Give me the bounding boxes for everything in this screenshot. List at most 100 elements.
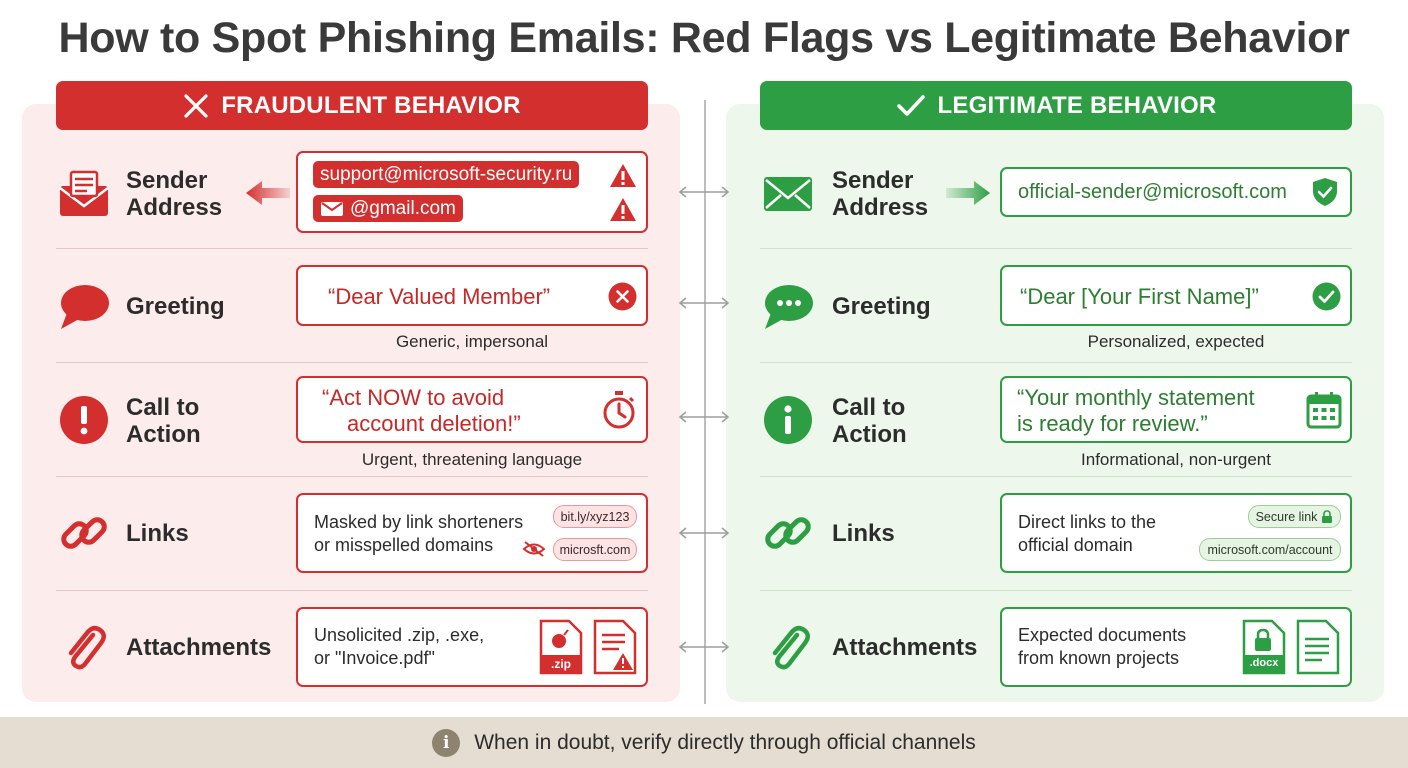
links-label: Links bbox=[832, 520, 895, 547]
text-line: Masked by link shorteners bbox=[314, 512, 524, 532]
secure-link-pill: Secure link bbox=[1248, 505, 1341, 528]
x-icon bbox=[184, 93, 208, 118]
docx-file-tag: .docx bbox=[1249, 657, 1279, 669]
text-line: Unsolicited .zip, .exe, bbox=[314, 625, 485, 645]
center-divider bbox=[704, 100, 706, 704]
greeting-quote: “Dear [Your First Name]” bbox=[1020, 284, 1259, 309]
fraudulent-header-label: FRAUDULENT BEHAVIOR bbox=[221, 91, 521, 119]
check-circle-icon bbox=[1312, 282, 1341, 311]
row-separator bbox=[760, 362, 1352, 363]
cta-caption: Urgent, threatening language bbox=[361, 450, 583, 469]
label-line: Sender bbox=[832, 167, 914, 194]
legitimate-cta-box bbox=[1000, 376, 1352, 443]
lock-icon bbox=[1322, 510, 1333, 523]
fraudulent-cta-box bbox=[296, 376, 648, 443]
chat-bubble-icon bbox=[760, 278, 816, 334]
label-line: Sender bbox=[126, 167, 208, 194]
footer-text: When in doubt, verify directly through o… bbox=[474, 730, 976, 754]
docx-file-icon: .docx bbox=[1242, 619, 1286, 675]
warning-icon bbox=[610, 164, 636, 187]
links-text: Direct links to the official domain bbox=[1018, 511, 1156, 557]
cta-quote-line1: “Your monthly statement bbox=[1017, 385, 1255, 410]
greeting-label: Greeting bbox=[126, 293, 225, 320]
fraudulent-header: FRAUDULENT BEHAVIOR bbox=[56, 81, 648, 130]
row-separator bbox=[760, 590, 1352, 591]
attachments-label: Attachments bbox=[126, 634, 272, 661]
greeting-label: Greeting bbox=[832, 293, 931, 320]
email-text: @gmail.com bbox=[350, 197, 456, 219]
legitimate-header: LEGITIMATE BEHAVIOR bbox=[760, 81, 1352, 130]
text-line: or "Invoice.pdf" bbox=[314, 648, 435, 668]
double-arrow-icon bbox=[678, 641, 730, 653]
link-icon bbox=[56, 505, 112, 561]
row-separator bbox=[760, 476, 1352, 477]
suspicious-email-2: @gmail.com bbox=[313, 195, 463, 222]
footer-banner: i When in doubt, verify directly through… bbox=[0, 717, 1408, 768]
row-separator bbox=[760, 248, 1352, 249]
page-title: How to Spot Phishing Emails: Red Flags v… bbox=[58, 14, 1350, 62]
text-line: official domain bbox=[1018, 535, 1133, 555]
paperclip-icon bbox=[56, 619, 112, 675]
text-line: or misspelled domains bbox=[314, 535, 494, 555]
info-circle-icon bbox=[760, 392, 816, 448]
exclamation-circle-icon bbox=[56, 392, 112, 448]
call-to-action-label: Call to Action bbox=[126, 394, 201, 448]
greeting-caption: Generic, impersonal bbox=[395, 332, 549, 351]
zip-file-icon: .zip bbox=[539, 619, 583, 675]
cta-quote-line2: is ready for review.” bbox=[1017, 411, 1208, 436]
arrow-left-icon bbox=[246, 181, 290, 205]
check-icon bbox=[896, 94, 925, 116]
cta-quote-line2: account deletion!” bbox=[347, 411, 521, 436]
misspelled-domain-pill: microsft.com bbox=[553, 538, 637, 561]
envelope-alert-icon bbox=[56, 165, 112, 221]
x-circle-icon bbox=[608, 282, 637, 311]
speech-bubble-icon bbox=[56, 278, 112, 334]
double-arrow-icon bbox=[678, 527, 730, 539]
label-line: Address bbox=[126, 194, 223, 221]
legitimate-attachments-box bbox=[1000, 607, 1352, 687]
row-separator bbox=[56, 362, 648, 363]
legitimate-greeting-box bbox=[1000, 265, 1352, 326]
sender-address-label: Sender Address bbox=[832, 167, 928, 221]
row-separator bbox=[56, 248, 648, 249]
call-to-action-label: Call to Action bbox=[832, 394, 907, 448]
double-arrow-icon bbox=[678, 411, 730, 423]
label-line: Call to bbox=[832, 394, 906, 421]
attachments-label: Attachments bbox=[832, 634, 978, 661]
document-icon bbox=[1296, 619, 1340, 675]
attachments-text: Expected documents from known projects bbox=[1018, 624, 1186, 670]
paperclip-icon bbox=[760, 619, 816, 675]
label-line: Address bbox=[832, 194, 929, 221]
official-domain-pill: microsoft.com/account bbox=[1199, 538, 1341, 561]
label-line: Action bbox=[126, 421, 201, 448]
document-warning-icon bbox=[593, 619, 637, 675]
suspicious-email-1: support@microsoft-security.ru bbox=[313, 161, 580, 188]
stopwatch-icon bbox=[603, 391, 635, 429]
text-line: Expected documents bbox=[1018, 625, 1187, 645]
text-line: from known projects bbox=[1018, 648, 1180, 668]
double-arrow-icon bbox=[678, 297, 730, 309]
fraudulent-greeting-box bbox=[296, 265, 648, 326]
warning-icon bbox=[610, 198, 636, 221]
row-separator bbox=[56, 476, 648, 477]
links-text: Masked by link shorteners or misspelled … bbox=[314, 511, 523, 557]
double-arrow-icon bbox=[678, 186, 730, 198]
envelope-icon bbox=[760, 165, 816, 221]
cta-quote-line1: “Act NOW to avoid bbox=[322, 385, 505, 410]
eye-slash-icon bbox=[522, 541, 546, 557]
attachments-text: Unsolicited .zip, .exe, or "Invoice.pdf" bbox=[314, 624, 484, 670]
official-email: official-sender@microsoft.com bbox=[1018, 181, 1287, 203]
cta-caption: Informational, non-urgent bbox=[1081, 450, 1271, 469]
links-label: Links bbox=[126, 520, 189, 547]
zip-file-tag: .zip bbox=[551, 657, 571, 671]
shortened-link-pill: bit.ly/xyz123 bbox=[553, 505, 637, 528]
label-line: Action bbox=[832, 421, 907, 448]
legitimate-header-label: LEGITIMATE BEHAVIOR bbox=[937, 91, 1217, 119]
greeting-caption: Personalized, expected bbox=[1087, 332, 1265, 351]
calendar-icon bbox=[1306, 392, 1342, 429]
shield-check-icon bbox=[1313, 178, 1337, 206]
label-line: Call to bbox=[126, 394, 200, 421]
fraudulent-attachments-box bbox=[296, 607, 648, 687]
link-icon bbox=[760, 505, 816, 561]
envelope-icon bbox=[321, 201, 343, 216]
